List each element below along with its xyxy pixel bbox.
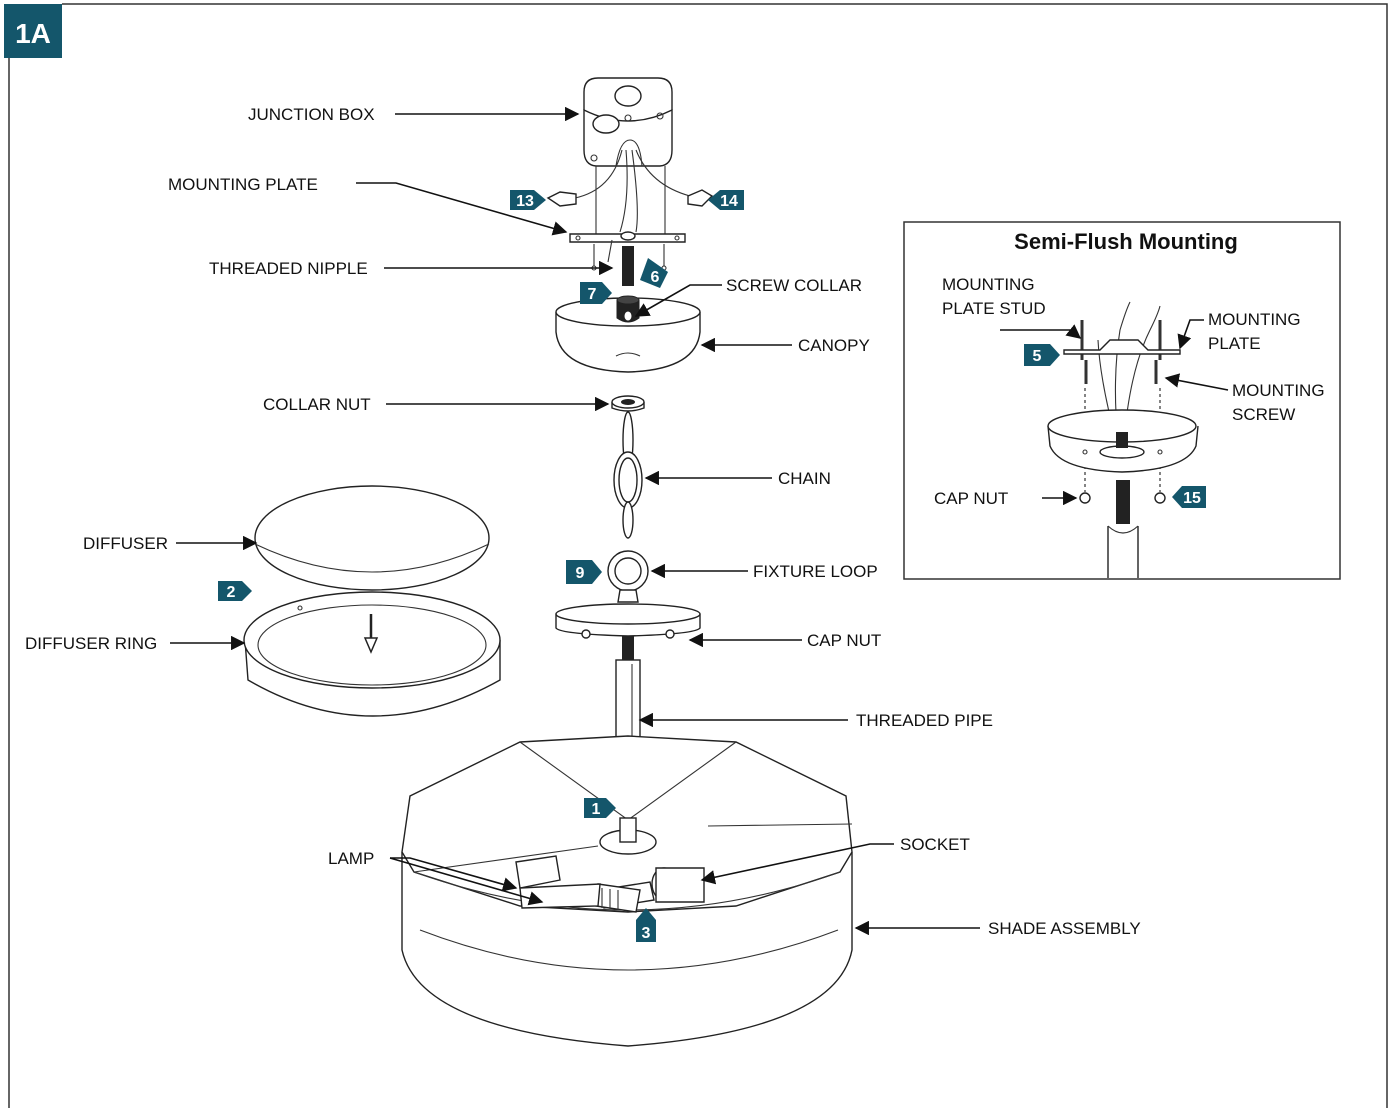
svg-text:9: 9	[576, 565, 585, 582]
svg-text:2: 2	[227, 584, 236, 601]
svg-text:1A: 1A	[15, 18, 51, 49]
label-screw-collar: SCREW COLLAR	[726, 276, 862, 295]
label-threaded-pipe: THREADED PIPE	[856, 711, 993, 730]
step-tag-1: 1	[584, 798, 616, 818]
step-tag-6: 6	[640, 258, 668, 288]
collar-nut	[611, 395, 645, 412]
label-cap-nut: CAP NUT	[807, 631, 881, 650]
step-tag-13: 13	[510, 190, 546, 210]
svg-text:5: 5	[1033, 348, 1042, 365]
step-tag-5: 5	[1024, 344, 1060, 366]
label-lamp: LAMP	[328, 849, 374, 868]
label-chain: CHAIN	[778, 469, 831, 488]
threaded-nipple	[622, 246, 634, 286]
label-canopy: CANOPY	[798, 336, 870, 355]
cap-body	[555, 603, 701, 639]
svg-text:14: 14	[720, 193, 738, 210]
wires	[574, 149, 691, 235]
inset-label-mounting-screw-line1: MOUNTING	[1232, 381, 1325, 400]
inset-label-mounting-plate-stud-line2: PLATE STUD	[942, 299, 1046, 318]
label-shade-assembly: SHADE ASSEMBLY	[988, 919, 1141, 938]
diffuser-ring	[243, 591, 501, 717]
label-diffuser-ring: DIFFUSER RING	[25, 634, 157, 653]
inset-label-cap-nut: CAP NUT	[934, 489, 1008, 508]
wire-nut-13	[546, 191, 577, 207]
svg-text:7: 7	[588, 286, 597, 303]
chain	[613, 411, 643, 539]
inset-label-mounting-plate-stud-line1: MOUNTING	[942, 275, 1035, 294]
figure-badge: 1A	[4, 4, 62, 58]
label-mounting-plate: MOUNTING PLATE	[168, 175, 318, 194]
inset-title: Semi-Flush Mounting	[1014, 229, 1238, 254]
label-junction-box: JUNCTION BOX	[248, 105, 375, 124]
diffuser	[254, 485, 490, 591]
label-threaded-nipple: THREADED NIPPLE	[209, 259, 368, 278]
step-tag-2: 2	[218, 581, 252, 601]
label-diffuser: DIFFUSER	[83, 534, 168, 553]
canopy	[555, 297, 701, 373]
step-tag-9: 9	[566, 560, 602, 584]
svg-text:6: 6	[651, 269, 660, 286]
screw-collar	[616, 295, 640, 323]
label-collar-nut: COLLAR NUT	[263, 395, 371, 414]
label-fixture-loop: FIXTURE LOOP	[753, 562, 878, 581]
svg-text:1: 1	[592, 801, 601, 818]
inset-label-mounting-plate-line1: MOUNTING	[1208, 310, 1301, 329]
svg-text:13: 13	[516, 193, 534, 210]
step-tag-15: 15	[1172, 486, 1206, 508]
step-tag-3: 3	[636, 908, 656, 942]
figure-frame	[8, 3, 1388, 1108]
step-tag-14: 14	[708, 190, 744, 210]
leader-lines	[170, 106, 980, 936]
label-socket: SOCKET	[900, 835, 970, 854]
svg-text:15: 15	[1183, 490, 1201, 507]
inset-label-mounting-plate-line2: PLATE	[1208, 334, 1261, 353]
inset-semi-flush-mounting: Semi-Flush Mounting	[903, 221, 1341, 580]
svg-text:3: 3	[642, 925, 651, 942]
wire-nut-14	[687, 189, 714, 207]
inset-label-mounting-screw-line2: SCREW	[1232, 405, 1295, 424]
junction-box	[583, 77, 673, 167]
step-tag-7: 7	[580, 282, 612, 304]
fixture-loop	[607, 550, 649, 603]
